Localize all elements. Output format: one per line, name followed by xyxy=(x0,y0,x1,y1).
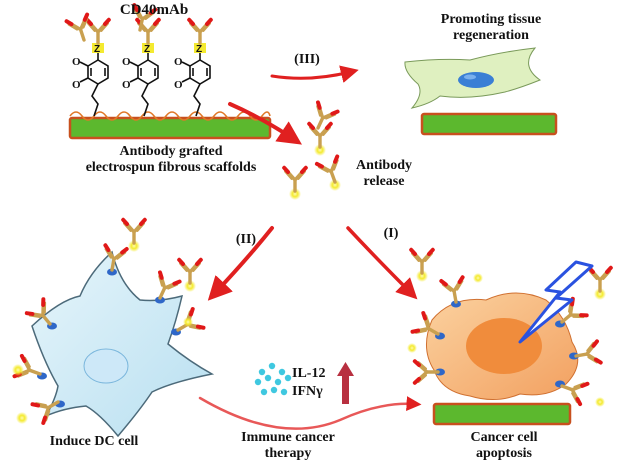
step-iii-label: (III) xyxy=(294,52,320,67)
grafted-scaffold: OO OO OO Z Z Z xyxy=(64,3,272,140)
linker-z: Z xyxy=(144,44,150,55)
induce-dc-label: Induce DC cell xyxy=(49,434,139,449)
antibody-release-label: Antibody release xyxy=(355,158,413,189)
svg-text:O: O xyxy=(72,56,81,68)
linker-z: Z xyxy=(196,44,202,55)
arrow-to-dc-cell xyxy=(207,226,274,301)
svg-text:O: O xyxy=(72,79,81,91)
tissue-regeneration-label: Promoting tissue regeneration xyxy=(440,12,542,43)
step-ii-label: (II) xyxy=(235,232,257,247)
arrow-to-cancer-cell xyxy=(346,226,418,300)
dc-cell xyxy=(12,217,215,438)
curved-arrows xyxy=(198,65,422,430)
apoptosis-label: Cancer cell apoptosis xyxy=(470,430,538,461)
cancer-cell xyxy=(407,247,613,426)
released-antibodies xyxy=(282,100,348,200)
arrow-to-release xyxy=(228,102,302,145)
cd40-label: CD40mAb xyxy=(119,2,189,18)
step-i-label: (I) xyxy=(383,226,399,241)
immune-therapy-label: Immune cancer therapy xyxy=(241,430,335,461)
svg-text:O: O xyxy=(122,79,131,91)
svg-text:O: O xyxy=(174,79,183,91)
cytokine-dots-icon xyxy=(254,362,292,396)
svg-text:O: O xyxy=(122,56,131,68)
lightning-icon xyxy=(518,260,594,344)
svg-text:O: O xyxy=(174,56,183,68)
il12-label: IL-12 xyxy=(292,366,326,381)
tissue-regeneration xyxy=(404,47,558,136)
linker-z: Z xyxy=(94,44,100,55)
grafted-scaffold-label: Antibody grafted electrospun fibrous sca… xyxy=(85,144,257,175)
up-arrow-icon xyxy=(337,362,354,404)
arrow-to-regeneration xyxy=(270,65,359,83)
arrow-immune-therapy xyxy=(198,396,422,430)
ifn-label: IFNγ xyxy=(292,384,323,399)
